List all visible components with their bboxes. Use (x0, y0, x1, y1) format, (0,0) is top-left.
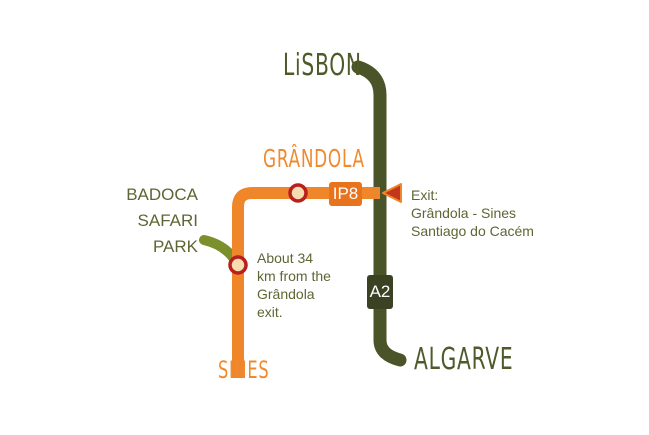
a2-badge: A2 (369, 282, 391, 301)
label-lisbon: LiSBON (283, 48, 362, 83)
distance-note-line: km from the (257, 268, 331, 284)
label-algarve: ALGARVE (414, 342, 514, 377)
label-badoca-safari-park: BADOCA SAFARI PARK (122, 182, 198, 260)
label-sines: SINES (218, 356, 270, 384)
badoca-line: PARK (152, 237, 198, 256)
ip8-badge-bg (329, 182, 362, 206)
label-grandola: GRÂNDOLA (263, 144, 365, 173)
exit-arrow-icon (382, 183, 402, 203)
distance-note-line: About 34 (257, 250, 314, 266)
exit-note: Exit: Grândola - Sines Santiago do Cacém (411, 186, 534, 240)
ip8-road-line (232, 187, 380, 378)
grandola-marker (288, 183, 308, 203)
badoca-marker (228, 255, 248, 275)
a2-badge-bg (367, 275, 393, 309)
badoca-line: BADOCA (126, 185, 198, 204)
distance-note-line: exit. (257, 304, 283, 320)
badoca-line: SAFARI (137, 211, 198, 230)
exit-note-line: Grândola - Sines (411, 205, 517, 221)
ip8-badge: IP8 (332, 184, 359, 203)
exit-note-line: Exit: (411, 187, 439, 203)
exit-note-line: Santiago do Cacém (411, 223, 534, 239)
distance-note-line: Grândola (257, 286, 315, 302)
a2-highway-line (351, 60, 407, 367)
distance-note: About 34 km from the Grândola exit. (257, 249, 331, 321)
